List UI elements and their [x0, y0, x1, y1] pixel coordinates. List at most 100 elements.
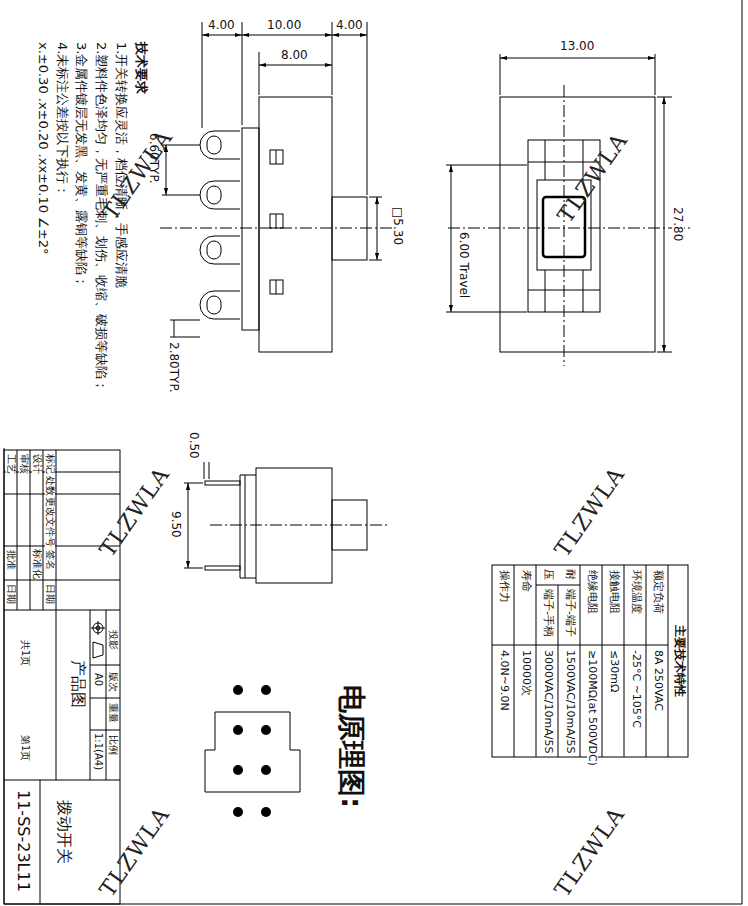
schematic-wires — [205, 750, 215, 751]
top-view — [545, 140, 546, 180]
product-name: 拨动开关 — [56, 800, 72, 864]
dimension-lines — [377, 197, 378, 260]
table-cell: 耐 — [565, 569, 576, 580]
drawing-sheet — [4, 0, 742, 904]
title-block-cell: 标记 — [45, 454, 55, 474]
title-block-grid — [30, 450, 31, 610]
watermark: TLZWLA — [551, 803, 628, 901]
top-view — [564, 85, 565, 366]
title-block-cell: 批准 — [6, 550, 16, 570]
dimension-label: 6.00 Travel — [458, 232, 470, 298]
spec-table-grid — [492, 645, 668, 646]
title-block-grid — [4, 610, 120, 611]
table-cell: -25°C ~105°C — [631, 650, 642, 728]
dimension-lines — [332, 22, 333, 95]
dimension-lines — [202, 35, 242, 36]
dimension-label: □5.30 — [392, 207, 404, 245]
dimension-lines — [367, 22, 368, 195]
dimension-lines — [664, 97, 665, 352]
dimension-lines — [184, 568, 203, 569]
top-view — [448, 228, 690, 229]
note-text: 2.塑料件色泽均匀，无严重毛刺、划伤、收缩、破损等缺陷； — [95, 42, 108, 392]
drawing-type: 产品图 — [70, 660, 86, 708]
dimension-label: 13.00 — [560, 40, 594, 52]
dimension-lines — [332, 35, 367, 36]
table-header: 主要技术特性 — [674, 625, 686, 697]
title-block-cell: 比例 — [108, 735, 118, 755]
spec-table-grid — [624, 565, 625, 757]
dimension-label: 0.50 — [188, 432, 200, 459]
table-cell: 压 — [543, 569, 554, 580]
dimension-lines — [369, 197, 382, 198]
tolerance-note: x.±0.30 .x±0.20 .xx±0.10 ∠±2° — [37, 42, 50, 254]
note-text: 4.未标注公差按以下执行： — [56, 42, 69, 197]
watermark: TLZWLA — [99, 126, 176, 224]
dimension-lines — [259, 52, 260, 95]
title-block-cell: 工艺 — [6, 454, 16, 474]
front-view — [205, 468, 390, 583]
title-block-grid — [4, 450, 120, 904]
title-block-cell: 重量 — [108, 703, 118, 723]
schematic-pins — [233, 807, 243, 817]
side-view — [270, 280, 283, 294]
note-text: 1.开关转换应灵活，档位清晰，手感应清脆 — [115, 42, 128, 288]
dimension-lines — [162, 195, 200, 196]
title-block-cell: 标准化 — [32, 549, 42, 579]
watermark: TLZWLA — [551, 463, 628, 561]
dimension-lines — [162, 22, 382, 337]
side-view — [200, 131, 240, 159]
title-block-cell: 共1页 — [20, 640, 30, 666]
side-view — [276, 214, 277, 228]
title-block-cell: 更改文件号 — [45, 497, 55, 547]
side-view — [207, 241, 221, 259]
dimension-lines — [451, 165, 452, 312]
schematic-title: 电原理图: — [337, 685, 365, 808]
side-view — [270, 214, 283, 228]
side-view — [200, 236, 240, 264]
table-cell: 环境温度 — [631, 570, 642, 614]
front-view — [240, 475, 256, 476]
title-block-cell: 1:1(A4) — [93, 733, 103, 770]
dimension-lines — [446, 312, 527, 313]
schematic-pins — [261, 765, 271, 775]
part-number: 11-SS-23L11 — [15, 790, 31, 892]
dimension-lines — [500, 54, 501, 95]
side-view — [242, 128, 259, 330]
table-cell: 绝缘电阻 — [587, 570, 598, 614]
front-view — [210, 525, 390, 526]
dimension-label: 4.00 — [336, 19, 363, 31]
title-block-grid — [90, 730, 120, 731]
dimension-lines — [242, 22, 243, 125]
dimension-lines — [188, 483, 189, 568]
title-block-grid — [4, 780, 120, 781]
schematic-pins — [261, 807, 271, 817]
front-view — [205, 481, 240, 485]
sheet-frame — [742, 0, 743, 904]
projection-symbol — [91, 621, 105, 658]
dimension-lines — [184, 483, 203, 484]
title-block-cell: 处数 — [45, 476, 55, 496]
title-block-cell: 审核 — [19, 454, 29, 474]
front-view — [240, 475, 241, 578]
side-view — [200, 181, 240, 209]
title-block-grid — [106, 610, 107, 780]
watermark: TLZWLA — [96, 463, 173, 561]
top-view — [583, 270, 584, 312]
schematic-pins — [261, 725, 271, 735]
title-block-grid — [90, 610, 91, 780]
title-block-cell: 投影 — [108, 630, 118, 650]
side-view — [259, 97, 332, 352]
spec-table-grid — [536, 565, 537, 757]
title-block-cell: 第1页 — [20, 735, 30, 761]
spec-table-grid — [580, 565, 581, 757]
side-view — [276, 150, 277, 164]
front-view — [245, 475, 246, 578]
table-cell: 3000VAC/10mA/5S — [543, 650, 554, 753]
side-view — [160, 97, 395, 352]
spec-table-grid — [668, 565, 669, 757]
title-block-cell: 签名 — [45, 550, 55, 570]
schematic-wires — [215, 712, 290, 750]
side-view — [276, 280, 277, 294]
